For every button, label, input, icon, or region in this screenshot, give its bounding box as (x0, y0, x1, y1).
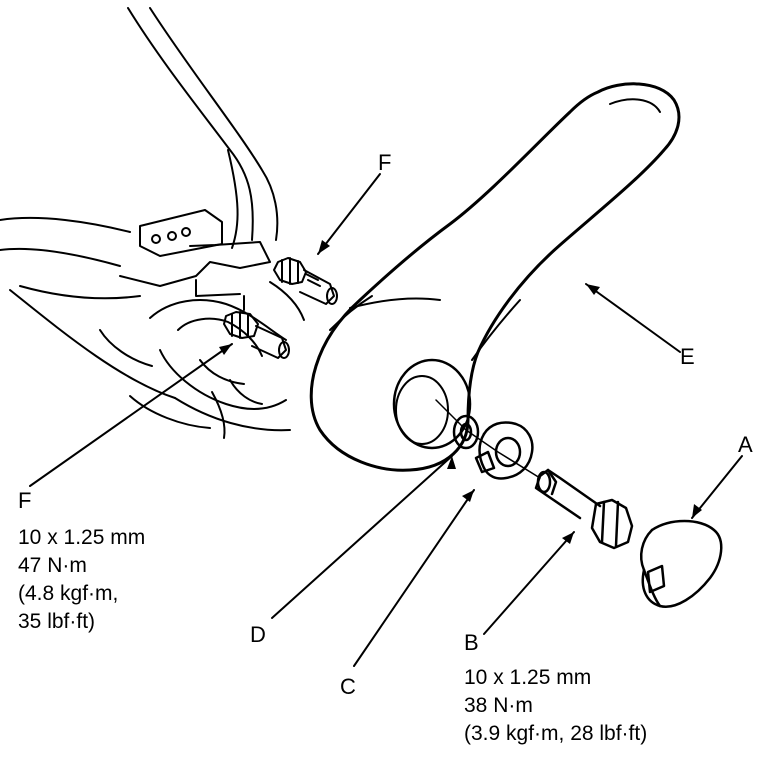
flange-bolt (534, 468, 634, 550)
washer (452, 414, 480, 450)
spec-f-thread: 10 x 1.25 mm (18, 526, 145, 549)
vehicle-subframe (0, 7, 305, 439)
spec-f-torque-lbfft: 35 lbf·ft) (18, 610, 95, 633)
callout-label-c: C (340, 674, 356, 699)
callout-label-e: E (680, 344, 695, 369)
adjusting-cam (474, 421, 534, 480)
torque-spec-f: 10 x 1.25 mm 47 N·m (4.8 kgf·m, 35 lbf·f… (18, 526, 145, 633)
spec-b-thread: 10 x 1.25 mm (464, 666, 591, 689)
stud-bolt-upper (273, 257, 338, 305)
lower-arm (309, 82, 681, 472)
leader-lines (29, 173, 743, 667)
spec-f-torque-nm: 47 N·m (18, 554, 87, 577)
callout-label-f-lower: F (18, 488, 31, 513)
spec-b-torque-nm: 38 N·m (464, 694, 533, 717)
torque-spec-b: 10 x 1.25 mm 38 N·m (3.9 kgf·m, 28 lbf·f… (464, 666, 647, 745)
stud-bolt-lower (223, 311, 290, 359)
arrowheads (219, 240, 702, 544)
spec-b-torque-alt: (3.9 kgf·m, 28 lbf·ft) (464, 722, 647, 745)
callout-label-a: A (738, 432, 753, 457)
callout-label-f-upper: F (378, 150, 391, 175)
callout-label-b: B (464, 630, 479, 655)
callout-label-d: D (250, 622, 266, 647)
spec-f-torque-kgfm: (4.8 kgf·m, (18, 582, 118, 605)
cap (640, 519, 723, 608)
